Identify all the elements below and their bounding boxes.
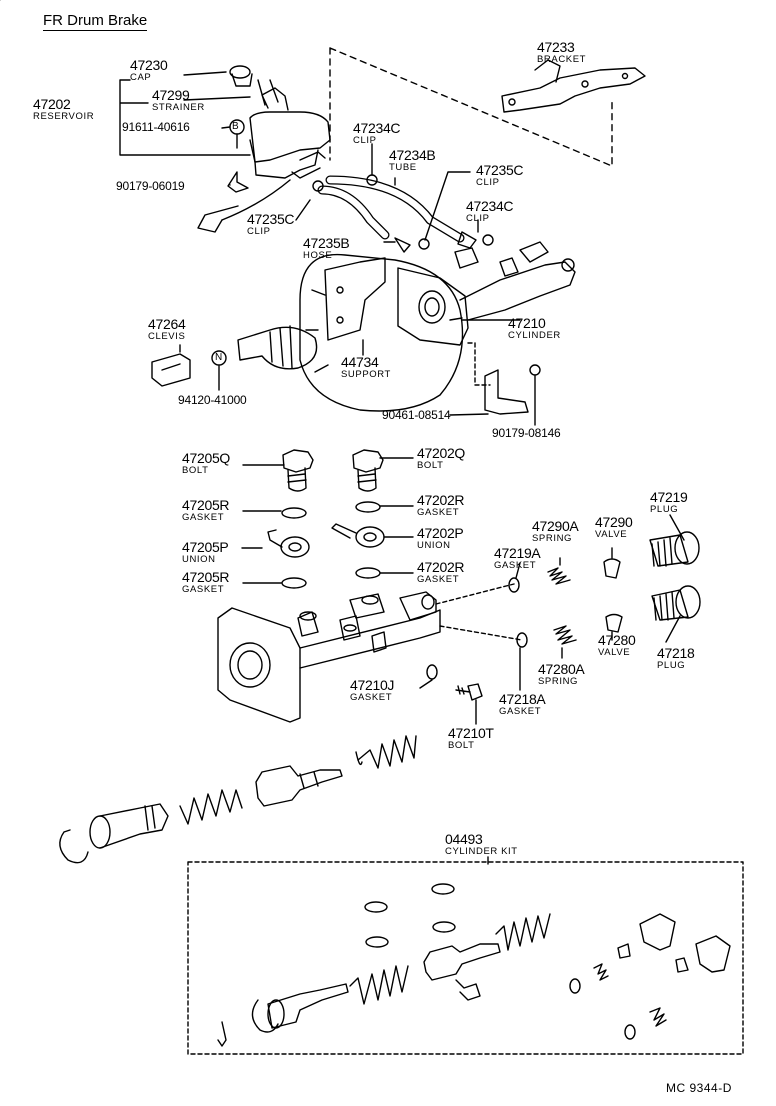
bolt-47210t: [455, 683, 483, 701]
valve-47290: [603, 558, 621, 579]
label-91611: 91611-40616: [122, 120, 190, 134]
gasket-47202r-1: [355, 501, 381, 513]
gasket-47205r-2: [281, 577, 307, 589]
tube-hoses: [312, 174, 494, 253]
plug-47218: [651, 585, 701, 621]
dashed-ports: [435, 583, 523, 641]
sensor-wire: [221, 179, 291, 221]
kit-contents: [217, 883, 731, 1047]
diagram-title: FR Drum Brake: [43, 12, 148, 31]
label-90179-06019: 90179-06019: [116, 179, 185, 193]
bracket-90461: [484, 364, 541, 415]
bolt-47202q: [352, 449, 384, 492]
primary-piston: [89, 803, 169, 849]
snap-ring: [59, 829, 89, 864]
washer-90179: [227, 133, 249, 193]
reference-code: MC 9344-D: [666, 1081, 732, 1095]
leaders-reservoir: [119, 71, 251, 186]
marker-n-circle: [211, 350, 227, 366]
dashed-cylinder-bracket: [467, 342, 491, 386]
leaders-bracket-bolts: [449, 375, 536, 426]
label-90179-08146: 90179-08146: [492, 426, 561, 440]
spring-47290a: [547, 567, 571, 585]
leaders-valves: [419, 514, 685, 725]
gasket-47219a: [508, 577, 520, 593]
dashed-guide-bracket: [329, 47, 613, 167]
pushrod: [237, 325, 318, 370]
leaders-clips: [295, 143, 479, 243]
marker-b: B: [232, 121, 239, 132]
leaders-bolts: [241, 457, 414, 584]
plug-47219: [649, 531, 700, 567]
union-47205p: [267, 529, 310, 558]
secondary-piston: [255, 765, 343, 807]
clevis-47264: [151, 353, 191, 387]
reservoir-47202: [229, 65, 331, 179]
gasket-47218a: [516, 632, 528, 648]
brake-booster: [299, 253, 464, 412]
gasket-47205r-1: [281, 507, 307, 519]
leaders-clevis: [179, 344, 220, 391]
piston-spring-lower: [179, 789, 243, 825]
union-47202p: [331, 523, 385, 548]
master-cylinder-47210: [397, 241, 576, 346]
label-94120: 94120-41000: [178, 393, 247, 407]
sensor-connector: [197, 205, 239, 233]
support-44734: [324, 257, 386, 356]
bolt-47205q: [282, 449, 314, 492]
bracket-47233: [501, 59, 646, 113]
marker-n: N: [215, 352, 223, 363]
hatch-swatch: [0, 0, 1, 1]
cylinder-body: [217, 591, 441, 723]
piston-spring-upper: [355, 735, 417, 769]
cylinder-kit-box: [187, 861, 744, 1055]
gasket-47202r-2: [355, 567, 381, 579]
gasket-47210j: [426, 664, 438, 680]
spring-47280a: [553, 625, 577, 645]
label-90461: 90461-08514: [382, 408, 451, 422]
valve-47280: [605, 613, 623, 633]
